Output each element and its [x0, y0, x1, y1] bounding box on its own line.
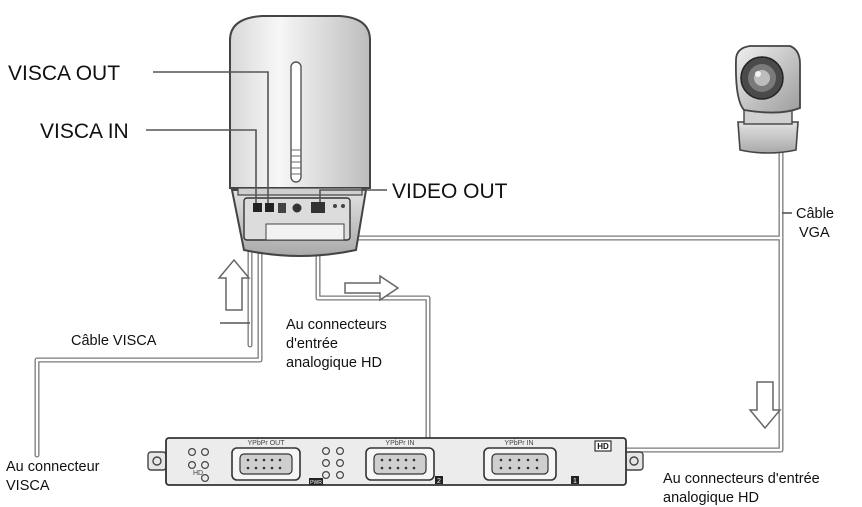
visca-out-port — [265, 203, 274, 212]
label-hd-input-bottom-line1: Au connecteurs d'entrée — [663, 471, 820, 487]
ptz-camera — [735, 45, 801, 154]
label-hd-input-top-line1: Au connecteurs — [286, 317, 387, 333]
hd-interface-board: HD YPbPr OUT YPbPr IN YPbPr IN HD PWR 2 … — [147, 437, 644, 486]
dome-camera — [229, 15, 371, 257]
ypbpr-in-connector-2 — [365, 447, 435, 481]
leader-lines — [146, 71, 792, 324]
vga-cable — [300, 137, 784, 453]
label-visca-connector-line1: Au connecteur — [6, 459, 100, 475]
pwr-label: PWR — [310, 480, 322, 486]
visca-in-port — [253, 203, 262, 212]
label-hd-input-top-line2: d'entrée — [286, 336, 338, 352]
port-label-ypbpr-in-2: YPbPr IN — [385, 440, 414, 447]
label-cable-vga-line2: VGA — [799, 225, 830, 241]
label-hd-input-bottom-line2: analogique HD — [663, 490, 759, 506]
arrow-down — [748, 381, 782, 430]
label-visca-in: VISCA IN — [40, 120, 129, 143]
label-visca-connector-line2: VISCA — [6, 478, 50, 494]
port-label-ypbpr-out: YPbPr OUT — [248, 440, 286, 447]
label-hd-input-top-line3: analogique HD — [286, 355, 382, 371]
label-visca-out: VISCA OUT — [8, 62, 120, 85]
arrow-up — [217, 258, 251, 311]
label-video-out: VIDEO OUT — [392, 180, 508, 203]
hd-badge: HD — [597, 442, 609, 451]
small-hd-label: HD — [193, 470, 203, 477]
label-cable-visca: Câble VISCA — [71, 333, 157, 349]
port-number-2: 2 — [437, 478, 441, 485]
label-cable-vga-line1: Câble — [796, 206, 834, 222]
ypbpr-in-connector-1 — [483, 447, 557, 481]
arrow-right — [344, 274, 400, 302]
power-port — [292, 203, 302, 213]
port-number-1: 1 — [573, 478, 577, 485]
video-out-port — [311, 202, 325, 213]
ypbpr-out-connector — [231, 447, 301, 481]
port-label-ypbpr-in-1: YPbPr IN — [504, 440, 533, 447]
